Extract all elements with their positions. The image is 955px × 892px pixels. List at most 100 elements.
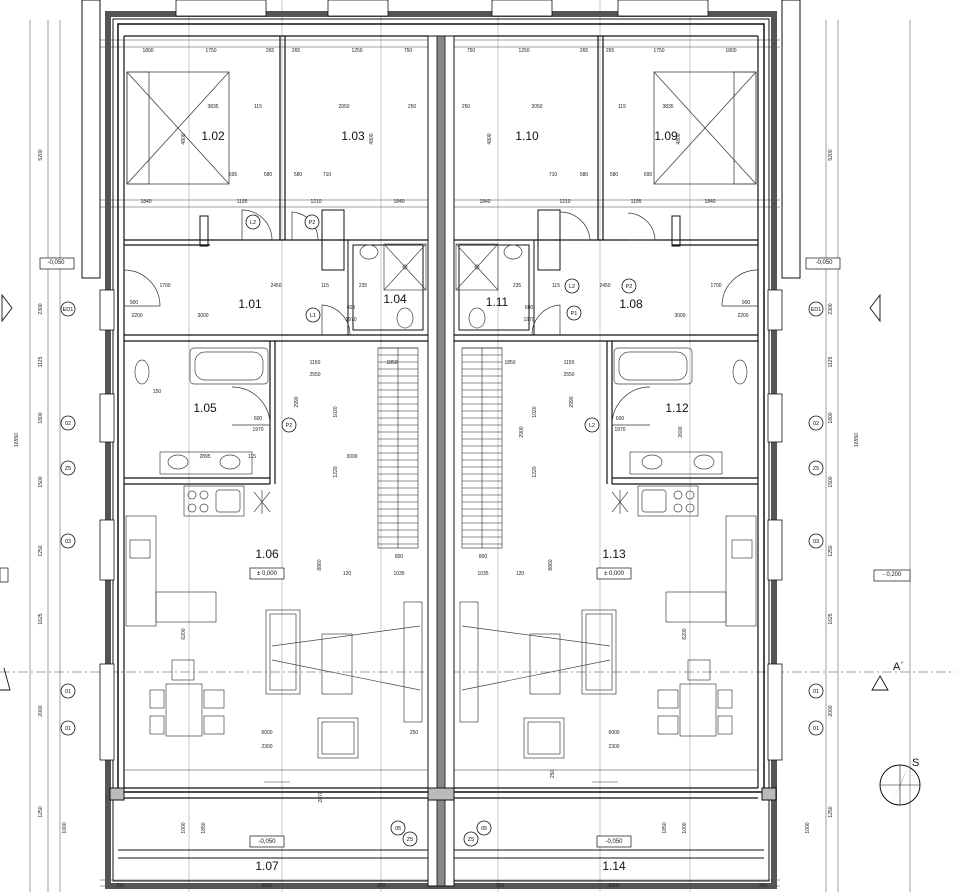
door-tag-circle bbox=[304, 214, 320, 230]
dimension-label: 265 bbox=[580, 48, 589, 54]
vertical-dimension-label: 5200 bbox=[828, 149, 834, 160]
vertical-dimension-label: 1250 bbox=[828, 806, 834, 817]
top-windows bbox=[175, 0, 709, 17]
dimension-label: 900 bbox=[130, 300, 139, 306]
dimension-label: 6000 bbox=[261, 883, 272, 889]
window-tag-circle bbox=[60, 683, 76, 699]
dimension-label: 1700 bbox=[159, 283, 170, 289]
dimension-label: 1970 bbox=[614, 427, 625, 433]
dimension-label: 800 bbox=[479, 554, 488, 560]
dimension-label: 1750 bbox=[205, 48, 216, 54]
dimension-label: 1800 bbox=[142, 48, 153, 54]
window-tag-circle bbox=[808, 301, 824, 317]
dimension-label: 3000 bbox=[197, 313, 208, 319]
dimension-label: 1750 bbox=[653, 48, 664, 54]
vertical-dimension-label: 16550 bbox=[854, 433, 860, 447]
dimension-label: 2050 bbox=[338, 104, 349, 110]
dimension-label: 600 bbox=[616, 416, 625, 422]
vertical-dimension-label: 4800 bbox=[181, 133, 187, 144]
window-tag-circle bbox=[808, 533, 824, 549]
dimension-label: 580 bbox=[294, 172, 303, 178]
door-tag-circle bbox=[566, 305, 582, 321]
window-tag: 01 bbox=[813, 689, 819, 695]
vertical-dimension-label: 2990 bbox=[569, 396, 575, 407]
outer-level-label: - 0,200 bbox=[883, 572, 902, 578]
vertical-dimension-label: 5200 bbox=[38, 149, 44, 160]
dimension-label: 6000 bbox=[608, 730, 619, 736]
bathtub-left bbox=[134, 347, 269, 475]
dimension-label: 1150 bbox=[310, 360, 321, 366]
dimension-label: 2450 bbox=[270, 283, 281, 289]
room-label: 1.09 bbox=[654, 129, 678, 143]
outer-level-label: -0,050 bbox=[815, 260, 833, 266]
dimension-label: 580 bbox=[610, 172, 619, 178]
window-tag-circle bbox=[463, 831, 479, 847]
vertical-dimension-label: 2070 bbox=[318, 791, 324, 802]
door-tag-circle bbox=[584, 417, 600, 433]
dimension-label: 1840 bbox=[393, 199, 404, 205]
vertical-dimension-label: 1250 bbox=[38, 545, 44, 556]
dimension-label: 2895 bbox=[199, 454, 210, 460]
dimension-label: 1250 bbox=[351, 48, 362, 54]
dimension-label: 265 bbox=[606, 48, 615, 54]
vertical-dimension-label: 1125 bbox=[38, 356, 44, 367]
dimension-label: 900 bbox=[742, 300, 751, 306]
dimension-label: 3835 bbox=[207, 104, 218, 110]
dimension-label: 1970 bbox=[252, 427, 263, 433]
dimension-label: 3835 bbox=[662, 104, 673, 110]
door-tag: P2 bbox=[286, 423, 293, 429]
dimension-label: 580 bbox=[580, 172, 589, 178]
dimension-label: 1700 bbox=[710, 283, 721, 289]
vertical-dimension-label: 1000 bbox=[181, 822, 187, 833]
room-label: 1.12 bbox=[665, 401, 689, 415]
dimension-label: 2200 bbox=[737, 313, 748, 319]
party-wall bbox=[427, 35, 455, 887]
dimension-label: 695 bbox=[644, 172, 653, 178]
side-windows bbox=[99, 289, 783, 761]
dimension-label: 2300 bbox=[608, 744, 619, 750]
outer-level-boxes bbox=[0, 257, 911, 583]
dimension-label: 250 bbox=[408, 104, 417, 110]
staircase-left bbox=[377, 347, 419, 549]
vertical-dimension-label: 6200 bbox=[181, 628, 187, 639]
window-tag: 05 bbox=[481, 826, 487, 832]
room-label: 1.13 bbox=[602, 547, 626, 561]
room-label: 1.05 bbox=[193, 401, 217, 415]
dimension-label: 1035 bbox=[393, 571, 404, 577]
dimension-label: 1210 bbox=[559, 199, 570, 205]
dimension-label: 2550 bbox=[309, 372, 320, 378]
dimension-label: 695 bbox=[229, 172, 238, 178]
door-tag: L2 bbox=[589, 423, 595, 429]
dimension-label: 710 bbox=[549, 172, 558, 178]
dimension-label: 1970 bbox=[523, 317, 534, 323]
vertical-dimension-label: 2900 bbox=[519, 426, 525, 437]
window-tag-circle bbox=[60, 301, 76, 317]
window-tag-circle bbox=[476, 820, 492, 836]
dimension-label: 350 bbox=[377, 883, 386, 889]
dimension-label: 1840 bbox=[479, 199, 490, 205]
window-tag-circle bbox=[60, 415, 76, 431]
door-tag: P2 bbox=[309, 220, 316, 226]
window-tag: 03 bbox=[813, 539, 819, 545]
dimension-label: 1035 bbox=[477, 571, 488, 577]
window-tag-circle bbox=[808, 683, 824, 699]
dimension-label: 300 bbox=[759, 883, 768, 889]
vertical-dimension-label: 1850 bbox=[662, 822, 668, 833]
vertical-dimension-label: 4800 bbox=[369, 133, 375, 144]
window-tag: 01 bbox=[65, 689, 71, 695]
vertical-dimension-label: 1800 bbox=[828, 412, 834, 423]
vertical-dimension-label: 1125 bbox=[828, 356, 834, 367]
window-tag: Z5 bbox=[407, 837, 413, 843]
dimension-label: 120 bbox=[516, 571, 525, 577]
vertical-dimension-label: 2300 bbox=[828, 303, 834, 314]
room-label: 1.04 bbox=[383, 292, 407, 306]
room-label: 1.01 bbox=[238, 297, 262, 311]
north-label: S bbox=[912, 757, 919, 769]
vertical-dimension-label: 1250 bbox=[828, 545, 834, 556]
vertical-dimension-label: 1850 bbox=[201, 822, 207, 833]
dimension-label: 1195 bbox=[237, 199, 248, 205]
level-boxes bbox=[249, 567, 632, 848]
vertical-dimension-label: 16550 bbox=[14, 433, 20, 447]
dimension-label: 250 bbox=[462, 104, 471, 110]
